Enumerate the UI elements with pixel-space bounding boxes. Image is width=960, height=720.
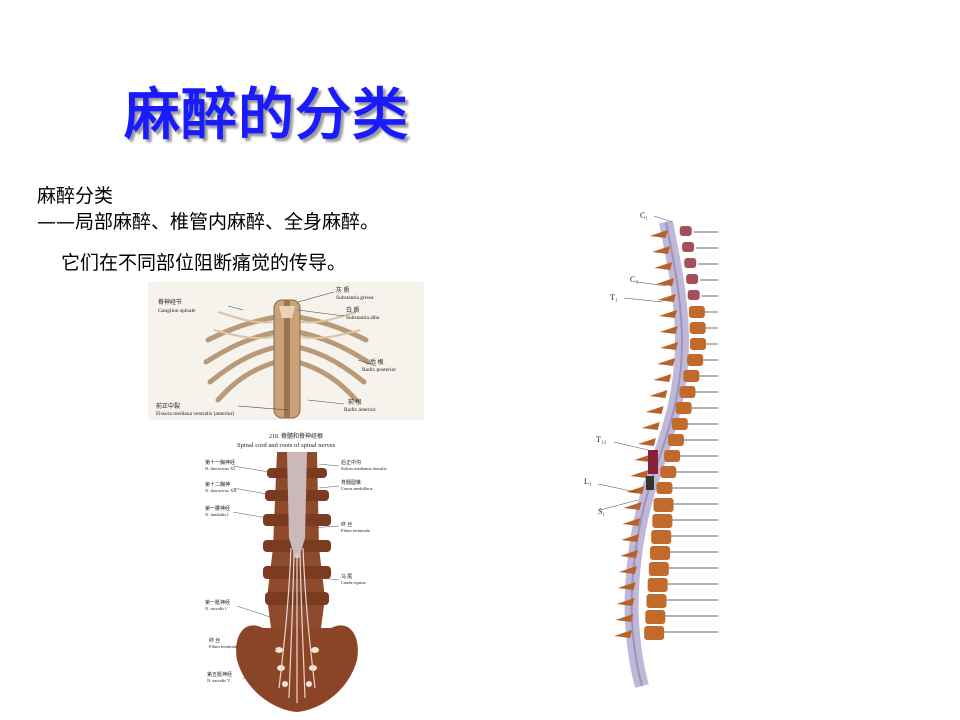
spinous-process <box>617 582 636 590</box>
label-t11-la: N. thoracicus XI <box>205 466 235 471</box>
spinous-process <box>659 342 678 350</box>
label-filum-cn: 终 丝 <box>341 521 352 528</box>
spinous-process <box>615 614 634 622</box>
spinous-process <box>618 566 637 574</box>
vertebral-body <box>688 306 705 318</box>
label-cauda-la: Cauda equina <box>341 580 366 585</box>
label-sulcus-cn: 后正中沟 <box>341 459 361 466</box>
spinal-cord-cross-section-figure: 灰 质 Substantia grisea 脊神经节 Ganglion spin… <box>148 282 424 420</box>
label-cauda-cn: 马 尾 <box>341 573 352 580</box>
label-s1-cn: 第一骶神经 <box>205 599 230 606</box>
vertebral-body <box>684 258 697 268</box>
label-fissure-la: Fissura mediana ventralis (anterior) <box>156 410 235 417</box>
vertebral-body <box>687 290 700 300</box>
label-ganglion-la: Ganglion spinale <box>158 308 196 314</box>
body-line-heading: 麻醉分类 <box>37 185 114 207</box>
label-conus-la: Conus medullaris <box>341 486 373 491</box>
label-anterior-root-cn: 前 根 <box>348 398 362 406</box>
label-white-matter-la: Substantia alba <box>346 315 380 321</box>
vertebral-body <box>648 562 669 576</box>
spinous-process <box>634 454 653 462</box>
vertebral-body <box>682 242 695 252</box>
label-fissure-cn: 前正中裂 <box>156 402 180 410</box>
spinous-process <box>637 438 656 446</box>
label-posterior-root-la: Radix posterior <box>362 367 396 373</box>
label-conus-cn: 脊髓圆锥 <box>341 479 361 486</box>
spinous-process <box>649 230 668 238</box>
caption-english: Spinal cord and roots of spinal nerves <box>237 442 336 449</box>
spinous-process <box>654 262 673 270</box>
vertebral-body <box>660 466 677 478</box>
vertebral-body <box>675 402 692 414</box>
label-t12: T₁₂ <box>596 435 607 444</box>
label-l1-cn: 第一腰神经 <box>205 505 230 512</box>
spinous-process <box>614 630 633 638</box>
vertebral-body <box>671 418 688 430</box>
label-sulcus-la: Sulcus medianus dorsalis <box>341 466 387 471</box>
vertebral-body <box>686 274 699 284</box>
label-t1: T₁ <box>610 293 618 302</box>
spinous-process <box>622 518 641 526</box>
vertebral-body <box>689 322 706 334</box>
spinous-process <box>652 246 671 254</box>
spinous-process <box>641 422 660 430</box>
spinous-process <box>616 598 635 606</box>
caption-number: 218. 脊髓和脊神经根 <box>269 432 323 440</box>
label-s1: S₁ <box>598 507 605 516</box>
spinous-process <box>630 470 649 478</box>
label-s5-cn: 第五骶神经 <box>207 671 232 678</box>
label-l1-la: N. lumbalis I <box>205 512 229 517</box>
label-posterior-root-cn: 后 根 <box>370 358 384 366</box>
label-l1: L₁ <box>584 477 592 486</box>
spinous-process <box>626 486 645 494</box>
vertebral-body <box>679 226 692 236</box>
spinous-process <box>659 326 678 334</box>
spinous-process <box>657 294 676 302</box>
body-line-description: 它们在不同部位阻断痛觉的传导。 <box>61 252 347 274</box>
vertebral-body <box>664 450 681 462</box>
vertebral-body <box>647 578 668 592</box>
vertebral-body <box>644 626 665 640</box>
spinous-process <box>623 502 642 510</box>
vertebral-body <box>651 530 672 544</box>
vertebral-body <box>687 354 704 366</box>
label-t12-cn: 第十二胸神 <box>205 481 230 488</box>
spinous-process <box>653 374 672 382</box>
slide-title: 麻醉的分类 <box>124 83 409 148</box>
body-line-types: ——局部麻醉、椎管内麻醉、全身麻醉。 <box>37 211 380 233</box>
vertebral-body <box>653 498 674 512</box>
label-white-matter-cn: 白 质 <box>346 306 360 314</box>
vertebral-body <box>667 434 684 446</box>
spinous-process <box>657 358 676 366</box>
label-s5-la: N. sacralis V <box>207 678 231 683</box>
label-s1-la: N. sacralis I <box>205 606 227 611</box>
vertebral-body <box>646 594 667 608</box>
vertebral-body <box>689 338 706 350</box>
spinous-process <box>645 406 664 414</box>
label-gray-matter-cn: 灰 质 <box>336 286 350 294</box>
label-ganglion-cn: 脊神经节 <box>158 298 182 306</box>
label-c8: C₈ <box>630 275 638 284</box>
vertebral-body <box>650 546 671 560</box>
label-t11-cn: 第十一胸神经 <box>205 459 235 466</box>
spinous-process <box>621 534 640 542</box>
spinous-process <box>658 310 677 318</box>
label-gray-matter-la: Substantia grisea <box>336 295 374 301</box>
label-filum-la: Filum terminale <box>341 528 370 533</box>
vertebral-body <box>679 386 696 398</box>
spinous-process <box>620 550 639 558</box>
label-anterior-root-la: Radix anterior <box>344 407 376 413</box>
spinous-process <box>649 390 668 398</box>
label-filum2-la: Filum terminale <box>209 644 238 649</box>
spinous-process <box>656 278 675 286</box>
label-c1: C₁ <box>640 211 648 220</box>
label-t12-la: N. thoracicus XII <box>205 488 237 493</box>
vertebral-body <box>683 370 700 382</box>
vertebral-body <box>656 482 673 494</box>
vertebral-body <box>652 514 673 528</box>
vertebral-column-figure: C₁ C₈ T₁ T₁₂ L₁ S₁ <box>578 202 726 690</box>
label-filum2-cn: 终 丝 <box>209 637 220 644</box>
spinal-cord-roots-figure: 218. 脊髓和脊神经根 Spinal cord and roots of sp… <box>193 428 400 718</box>
vertebral-body <box>645 610 666 624</box>
